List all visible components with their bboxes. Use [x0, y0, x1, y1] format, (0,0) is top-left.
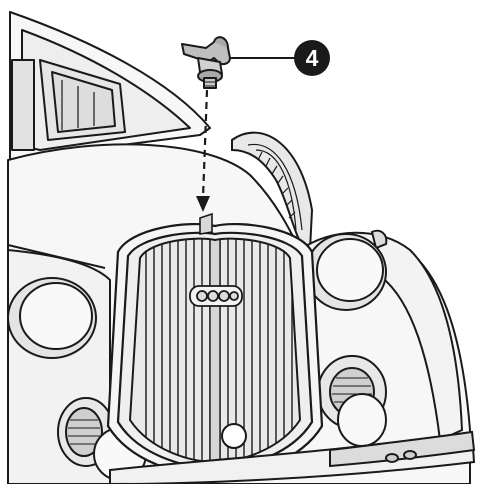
left-headlamp	[8, 278, 96, 358]
open-hood	[10, 12, 210, 160]
right-headlamp	[306, 234, 386, 310]
grille-badge	[190, 286, 242, 306]
ornament-mount	[200, 214, 212, 234]
crank-hole	[222, 424, 246, 448]
callout-badge: 4	[294, 40, 330, 76]
callout-number: 4	[306, 45, 319, 71]
hood-ornament-icon	[182, 37, 230, 88]
